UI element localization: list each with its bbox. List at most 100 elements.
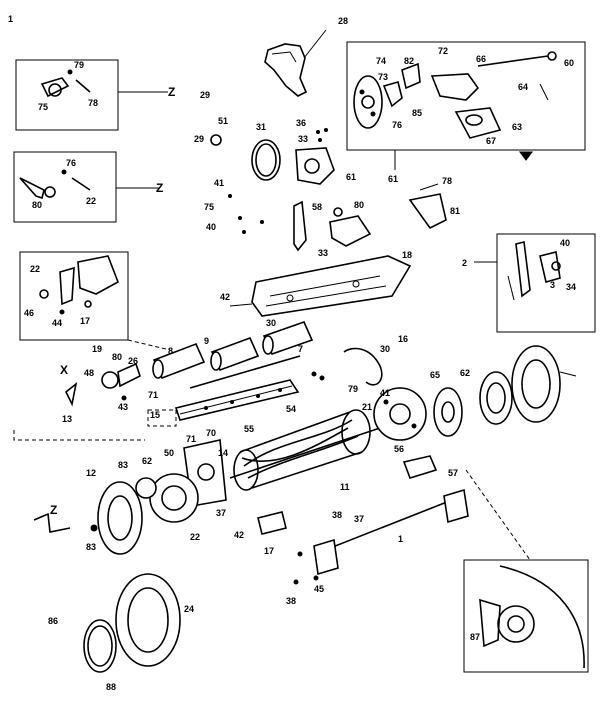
label-76b: 76: [66, 158, 76, 168]
label-29b: 29: [194, 134, 204, 144]
housing-cover-part: [264, 29, 327, 97]
label-75: 75: [38, 102, 48, 112]
label-33b: 33: [318, 248, 328, 258]
label-48: 48: [84, 368, 94, 378]
label-60: 60: [564, 58, 574, 68]
label-82: 82: [404, 56, 414, 66]
label-62b: 62: [142, 456, 152, 466]
label-64: 64: [518, 82, 528, 92]
label-70: 70: [206, 428, 216, 438]
label-z-3: Z: [50, 503, 57, 517]
label-80c: 80: [112, 352, 122, 362]
label-54: 54: [286, 404, 296, 414]
label-19: 19: [92, 344, 102, 354]
label-46: 46: [24, 308, 34, 318]
upper-middle-parts: [210, 128, 447, 252]
right-gear-parts: [402, 345, 577, 479]
label-71: 71: [148, 390, 158, 400]
callout-box-bracket: [496, 233, 596, 333]
label-30b: 30: [380, 344, 390, 354]
label-75b: 75: [204, 202, 214, 212]
label-58: 58: [312, 202, 322, 212]
label-50: 50: [164, 448, 174, 458]
label-1: 1: [398, 534, 403, 544]
label-72: 72: [438, 46, 448, 56]
label-43: 43: [118, 402, 128, 412]
label-83b: 83: [86, 542, 96, 552]
callout-box-handle-left: [15, 59, 119, 131]
label-40b: 40: [560, 238, 570, 248]
label-x: X: [60, 363, 68, 377]
label-45: 45: [314, 584, 324, 594]
label-z-1: Z: [168, 85, 175, 99]
label-38: 38: [332, 510, 342, 520]
label-61b: 61: [346, 172, 356, 182]
adjuster-parts: [39, 255, 119, 315]
label-80b: 80: [354, 200, 364, 210]
frame-plate-part: [229, 255, 412, 317]
label-42b: 42: [234, 530, 244, 540]
label-55: 55: [244, 424, 254, 434]
label-22c: 22: [190, 532, 200, 542]
wheel-detail-parts: [479, 565, 585, 669]
wheel-tire-parts: [83, 573, 181, 673]
label-87: 87: [470, 632, 480, 642]
label-79: 79: [74, 60, 84, 70]
label-22: 22: [86, 196, 96, 206]
label-85: 85: [412, 108, 422, 118]
label-40: 40: [206, 222, 216, 232]
label-41: 41: [214, 178, 224, 188]
label-83: 83: [118, 460, 128, 470]
label-63: 63: [512, 122, 522, 132]
bed-knife-part: [147, 379, 300, 427]
label-3: 3: [550, 280, 555, 290]
label-78: 78: [442, 176, 452, 186]
label-76: 76: [392, 120, 402, 130]
label-37: 37: [216, 508, 226, 518]
label-17b: 17: [264, 546, 274, 556]
label-56: 56: [394, 444, 404, 454]
label-31: 31: [256, 122, 266, 132]
handle-x-parts: [40, 69, 91, 98]
label-11: 11: [340, 482, 350, 492]
label-z-2: Z: [156, 181, 163, 195]
label-36: 36: [296, 118, 306, 128]
label-71b: 71: [186, 434, 196, 444]
label-81: 81: [450, 206, 460, 216]
cutting-reel-part: [229, 409, 381, 491]
reel-drive-parts: [353, 51, 557, 161]
label-73: 73: [378, 72, 388, 82]
label-30: 30: [266, 318, 276, 328]
label-14: 14: [218, 448, 228, 458]
callout-box-adjuster: [19, 251, 129, 341]
label-38b: 38: [286, 596, 296, 606]
label-28: 28: [338, 16, 348, 26]
label-62: 62: [460, 368, 470, 378]
label-7: 7: [298, 344, 303, 354]
label-34: 34: [566, 282, 576, 292]
label-37b: 37: [354, 514, 364, 524]
roller-parts: [152, 321, 383, 389]
label-17: 17: [80, 316, 90, 326]
callout-box-handle-z: [13, 151, 117, 223]
label-57: 57: [448, 468, 458, 478]
label-33: 33: [298, 134, 308, 144]
handle-z-parts: [19, 169, 91, 200]
label-21: 21: [362, 402, 372, 412]
svg-text:1: 1: [8, 14, 13, 24]
callout-box-reel-drive: [346, 41, 586, 151]
label-22b: 22: [30, 264, 40, 274]
label-18: 18: [402, 250, 412, 260]
label-9: 9: [204, 336, 209, 346]
label-13: 13: [62, 414, 72, 424]
label-24: 24: [184, 604, 194, 614]
right-side-plate: [373, 387, 427, 441]
label-12: 12: [86, 468, 96, 478]
label-80: 80: [32, 200, 42, 210]
axle-part: [293, 488, 469, 585]
label-74: 74: [376, 56, 386, 66]
label-44: 44: [52, 318, 62, 328]
label-86: 86: [48, 616, 58, 626]
bracket-parts: [507, 241, 561, 301]
